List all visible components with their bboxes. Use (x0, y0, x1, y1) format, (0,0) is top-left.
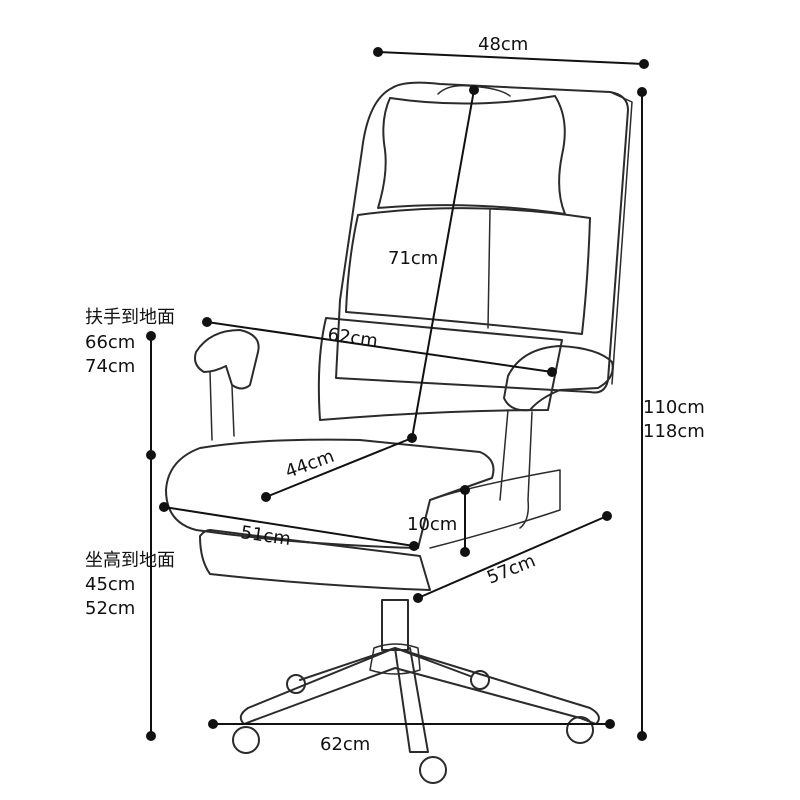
back-cushion-seam (487, 209, 491, 329)
depth-end-right (602, 511, 612, 521)
depth-line (417, 515, 608, 599)
total-height-min-label: 110cm (643, 397, 705, 418)
seat-cushion (165, 438, 495, 549)
seat-height-title: 坐高到地面 (85, 550, 175, 571)
seat-height-min: 45cm (85, 574, 135, 595)
armrest-height-max: 74cm (85, 356, 135, 377)
backrest-side (609, 91, 633, 385)
backrest-height-end-top (469, 85, 479, 95)
armrest-span-label: 62cm (326, 324, 379, 352)
caster-wheel-back-left (286, 674, 306, 694)
right-armrest-support (499, 409, 533, 529)
armrest-span-line (206, 321, 553, 373)
cushion-thickness-end-top (460, 485, 470, 495)
cushion-thickness-label: 10cm (407, 514, 457, 535)
backrest-shell (335, 81, 629, 394)
seat-width-end-left (159, 502, 169, 512)
left-height-end-bottom (146, 731, 156, 741)
dimension-lines (146, 47, 649, 741)
base-width-end-right (605, 719, 615, 729)
armrest-height-end-top (146, 331, 156, 341)
right-armrest (503, 345, 614, 412)
seat-height-max: 52cm (85, 598, 135, 619)
armrest-span-end-left (202, 317, 212, 327)
lower-back-cushion (317, 317, 563, 421)
left-armrest-support (209, 371, 235, 441)
caster-wheel-left (232, 726, 260, 754)
base-width-end-left (208, 719, 218, 729)
top-width-line (377, 51, 645, 65)
seat-depth-line (265, 437, 413, 498)
depth-end-left (413, 593, 423, 603)
dimension-labels: 48cm 71cm 62cm 44cm 51cm 10cm 57cm 62cm … (85, 34, 705, 755)
footrest (199, 529, 431, 591)
headrest-pillow (377, 95, 566, 215)
armrest-height-title: 扶手到地面 (85, 307, 175, 328)
seat-height-end-top (146, 450, 156, 460)
back-cushion (345, 207, 591, 335)
headrest-top (437, 84, 511, 97)
total-height-max-label: 118cm (643, 421, 705, 442)
seat-width-end-right (409, 541, 419, 551)
total-height-end-bottom (637, 731, 647, 741)
seat-depth-label: 44cm (283, 446, 337, 483)
top-width-end-right (639, 59, 649, 69)
base-width-label: 62cm (320, 734, 370, 755)
gas-lift (381, 599, 409, 651)
depth-label: 57cm (484, 550, 539, 588)
seat-width-line (163, 506, 415, 547)
caster-wheel-right (566, 716, 594, 744)
cushion-thickness-end-bottom (460, 547, 470, 557)
top-width-label: 48cm (478, 34, 528, 55)
seat-depth-end (261, 492, 271, 502)
total-height-end-top (637, 87, 647, 97)
star-base (239, 647, 600, 753)
base-hub (369, 643, 421, 675)
chair-illustration (165, 81, 633, 784)
caster-wheel-back-right (470, 670, 490, 690)
backrest-height-label: 71cm (388, 248, 438, 269)
top-width-end-left (373, 47, 383, 57)
caster-wheel-front (419, 756, 447, 784)
armrest-span-end-right (547, 367, 557, 377)
backrest-height-line (411, 89, 475, 439)
left-armrest (194, 329, 260, 390)
seat-side (429, 469, 561, 549)
armrest-height-min: 66cm (85, 332, 135, 353)
